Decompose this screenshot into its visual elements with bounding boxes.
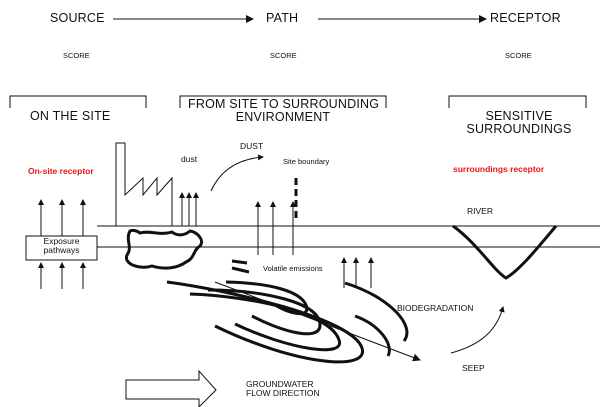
exposure-line2: pathways xyxy=(43,244,80,255)
on-site-receptor-label: On-site receptor xyxy=(28,166,94,176)
plume-curve-1 xyxy=(225,280,309,316)
groundwater-line1: GROUNDWATER xyxy=(246,379,314,389)
receptor-score: SCORE xyxy=(505,51,532,60)
section-sensitive-line2: SURROUNDINGS xyxy=(466,122,572,137)
seep-arrow xyxy=(450,306,505,354)
plume-curve-5 xyxy=(344,281,409,342)
plume-curve-4 xyxy=(166,280,364,364)
path-score: SCORE xyxy=(270,51,297,60)
plume-curve-3 xyxy=(189,292,341,352)
sensitive-bracket xyxy=(448,95,587,108)
site-boundary-label: Site boundary xyxy=(283,157,330,166)
on-site-bracket xyxy=(9,95,147,108)
section-from-site-line1: FROM SITE TO SURROUNDING xyxy=(188,97,380,111)
biodegradation-label: BIODEGRADATION xyxy=(397,303,474,313)
groundwater-flow-arrow xyxy=(125,369,217,407)
dust-curve-arrow xyxy=(210,154,264,192)
section-sensitive: SENSITIVE SURROUNDINGS xyxy=(455,109,583,137)
volatile-emissions-label: Volatile emissions xyxy=(263,264,323,273)
section-from-site: FROM SITE TO SURROUNDING ENVIRONMENT xyxy=(188,97,380,125)
groundwater-flow-label: GROUNDWATER FLOW DIRECTION xyxy=(246,380,320,398)
volatile-dash-2 xyxy=(231,266,250,274)
section-from-site-line2: ENVIRONMENT xyxy=(235,110,331,125)
flow-receptor-label: RECEPTOR xyxy=(490,11,561,25)
dust-label-caps: DUST xyxy=(240,141,264,151)
from-site-bracket xyxy=(179,95,387,108)
section-sensitive-line1: SENSITIVE xyxy=(485,109,553,123)
river-valley xyxy=(452,224,558,280)
flow-source-label: SOURCE xyxy=(50,11,105,25)
seep-label: SEEP xyxy=(462,363,485,373)
flow-path-label: PATH xyxy=(266,11,299,25)
river-label: RIVER xyxy=(467,206,493,216)
dust-label-small: dust xyxy=(181,154,198,164)
exposure-pathways-box xyxy=(25,235,98,261)
source-score: SCORE xyxy=(63,51,90,60)
contamination-source-blob xyxy=(124,228,204,270)
groundwater-line2: FLOW DIRECTION xyxy=(246,387,320,398)
volatile-dash-1 xyxy=(231,259,248,265)
factory-building xyxy=(115,142,173,226)
exposure-line1: Exposure xyxy=(43,236,80,246)
plume-curve-6 xyxy=(354,314,391,357)
surroundings-receptor-label: surroundings receptor xyxy=(453,164,545,174)
plume-curve-2 xyxy=(207,288,322,336)
section-on-site: ON THE SITE xyxy=(30,109,111,123)
groundwater-diagonal-arrow xyxy=(214,281,421,362)
exposure-pathways-label: Exposure pathways xyxy=(26,237,97,255)
